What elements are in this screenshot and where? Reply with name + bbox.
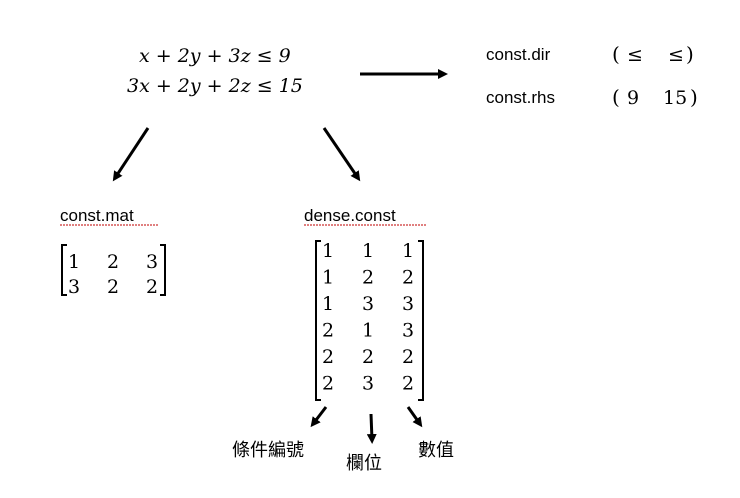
const-rhs-label: const.rhs [486, 88, 555, 107]
matrix-cell: 1 [322, 267, 334, 289]
matrix-cell: 2 [146, 276, 158, 298]
arrow-to-const-mat [112, 127, 150, 182]
const-dir-value: ≤ [668, 44, 684, 66]
const-rhs-value: 15 [663, 87, 687, 109]
const-mat-label: const.mat [60, 206, 134, 225]
matrix-cell: 2 [362, 346, 374, 368]
const-dir-close-paren: ) [686, 42, 694, 66]
value-label: 數值 [418, 440, 454, 461]
const-mat-right-bracket [160, 244, 166, 296]
matrix-cell: 3 [146, 251, 158, 273]
matrix-cell: 3 [402, 320, 414, 342]
arrow-to-column [366, 413, 377, 444]
matrix-cell: 1 [68, 251, 80, 273]
arrow-to-dense-const [322, 127, 361, 182]
const-rhs-close-paren: ) [690, 85, 698, 109]
matrix-cell: 3 [68, 276, 80, 298]
const-rhs-value: 9 [627, 87, 639, 109]
matrix-cell: 2 [362, 267, 374, 289]
matrix-cell: 1 [322, 240, 334, 262]
arrow-to-constraint-index [310, 406, 328, 428]
matrix-cell: 1 [322, 293, 334, 315]
const-mat-left-bracket [61, 244, 67, 296]
matrix-cell: 2 [107, 276, 119, 298]
const-dir-open-paren: ( [612, 42, 620, 66]
equation-line-2: 3x + 2y + 2z ≤ 15 [127, 75, 303, 97]
matrix-cell: 2 [402, 346, 414, 368]
matrix-cell: 2 [402, 267, 414, 289]
matrix-cell: 2 [107, 251, 119, 273]
const-dir-value: ≤ [627, 44, 643, 66]
matrix-cell: 3 [362, 293, 374, 315]
dense-const-right-bracket [418, 240, 424, 401]
constraint-index-label: 條件編號 [232, 440, 304, 461]
column-label: 欄位 [346, 453, 382, 474]
dense-const-cells: 1 1 1 1 2 2 1 3 3 2 1 3 2 2 2 2 3 2 [322, 240, 414, 395]
dense-const-left-bracket [315, 240, 321, 401]
const-dir-label: const.dir [486, 45, 551, 64]
matrix-cell: 3 [402, 293, 414, 315]
matrix-cell: 2 [402, 373, 414, 395]
const-mat-cells: 1 2 3 3 2 2 [68, 251, 158, 298]
matrix-cell: 1 [362, 240, 374, 262]
matrix-cell: 2 [322, 373, 334, 395]
matrix-cell: 2 [322, 346, 334, 368]
arrow-to-value [406, 406, 423, 428]
const-rhs-open-paren: ( [612, 85, 620, 109]
matrix-cell: 1 [362, 320, 374, 342]
matrix-cell: 1 [402, 240, 414, 262]
matrix-cell: 2 [322, 320, 334, 342]
matrix-cell: 3 [362, 373, 374, 395]
dense-const-label: dense.const [304, 206, 396, 225]
equation-line-1: x + 2y + 3z ≤ 9 [139, 45, 291, 67]
